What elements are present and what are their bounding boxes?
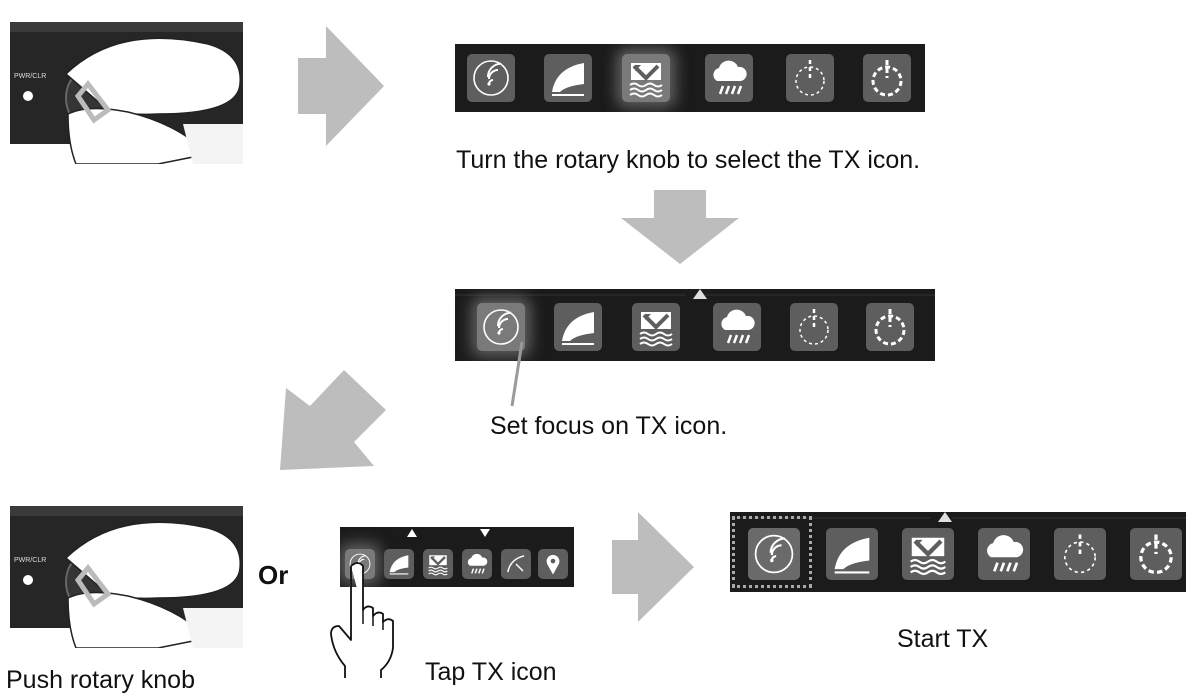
arrow-down <box>621 190 739 264</box>
rotary-knob-illustration-bottom: PWR/CLR <box>8 498 243 649</box>
caption-tap-tx: Tap TX icon <box>425 658 557 686</box>
arrow-right-top <box>298 26 384 146</box>
sea-clutter-icon[interactable] <box>902 528 954 580</box>
sea-clutter-icon[interactable] <box>622 54 670 102</box>
or-label: Or <box>258 560 289 590</box>
power-off-icon[interactable] <box>1130 528 1182 580</box>
power-standby-icon[interactable] <box>790 303 838 351</box>
icon-bar-top <box>455 44 925 112</box>
sea-clutter-icon[interactable] <box>632 303 680 351</box>
tx-icon[interactable] <box>477 303 525 351</box>
caption-turn-knob: Turn the rotary knob to select the TX ic… <box>456 146 921 174</box>
pwr-clr-label: PWR/CLR <box>14 557 46 564</box>
pwr-clr-label: PWR/CLR <box>14 73 46 80</box>
icon-bar-touch <box>340 527 574 587</box>
icon-bar-start <box>730 512 1186 592</box>
location-pin-icon[interactable] <box>538 549 568 579</box>
rain-clutter-icon[interactable] <box>978 528 1030 580</box>
rain-clutter-icon[interactable] <box>713 303 761 351</box>
caption-set-focus: Set focus on TX icon. <box>490 412 728 440</box>
gain-icon[interactable] <box>554 303 602 351</box>
gain-icon[interactable] <box>544 54 592 102</box>
rain-clutter-icon[interactable] <box>462 549 492 579</box>
sea-clutter-icon[interactable] <box>423 549 453 579</box>
power-standby-icon[interactable] <box>786 54 834 102</box>
caption-push-knob: Push rotary knob <box>6 666 195 694</box>
bar-marker-row <box>407 529 490 537</box>
arrow-down-left <box>280 370 386 470</box>
tx-icon[interactable] <box>748 528 800 580</box>
gain-icon[interactable] <box>384 549 414 579</box>
focus-callout-line <box>510 341 524 407</box>
route-icon[interactable] <box>501 549 531 579</box>
caption-start-tx: Start TX <box>897 625 989 653</box>
pointing-hand-icon <box>330 562 394 678</box>
bar-top-edge <box>455 289 935 299</box>
tx-icon[interactable] <box>467 54 515 102</box>
power-standby-icon[interactable] <box>1054 528 1106 580</box>
icon-bar-middle <box>455 289 935 361</box>
arrow-right-bottom <box>612 512 694 622</box>
power-off-icon[interactable] <box>863 54 911 102</box>
gain-icon[interactable] <box>826 528 878 580</box>
rain-clutter-icon[interactable] <box>705 54 753 102</box>
rotary-knob-illustration-top: PWR/CLR <box>8 14 243 165</box>
power-off-icon[interactable] <box>866 303 914 351</box>
tx-active-frame <box>732 516 812 588</box>
